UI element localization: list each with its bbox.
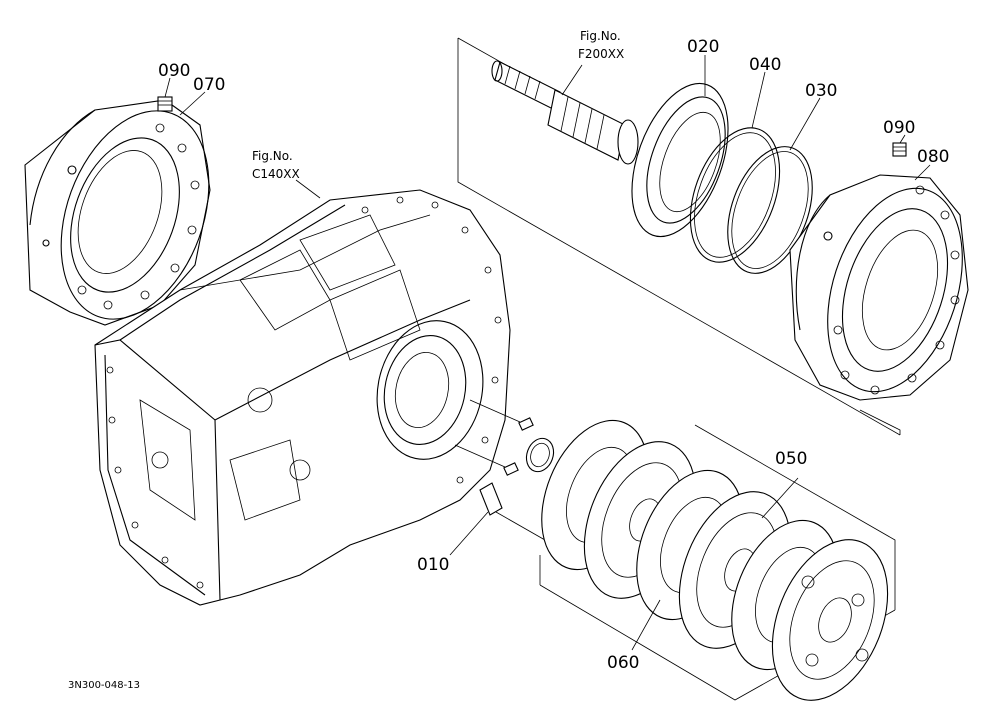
fig-ref-case-line2: C140XX (252, 167, 300, 181)
label-030: 030 (805, 81, 837, 101)
plug-090-right (892, 142, 907, 157)
fig-ref-shaft-line1: Fig.No. (580, 29, 621, 43)
pto-shaft (491, 60, 639, 165)
pin-part-010 (479, 482, 546, 541)
label-020: 020 (687, 37, 719, 57)
label-090-left: 090 (158, 61, 190, 81)
left-cover-part-070 (24, 99, 211, 326)
drawing-code: 3N300-048-13 (68, 680, 140, 691)
friction-disc-3 (771, 539, 889, 701)
fig-ref-case-line1: Fig.No. (252, 149, 293, 163)
plug-090-left (157, 96, 173, 112)
case-bolt-holes (106, 196, 502, 589)
fig-ref-shaft-line2: F200XX (578, 47, 624, 61)
leader-lines (164, 55, 931, 651)
label-080: 080 (917, 147, 949, 167)
label-070: 070 (193, 75, 225, 95)
cover-bolt-holes (77, 123, 200, 310)
dowel-pins (454, 399, 534, 476)
label-050: 050 (775, 449, 807, 469)
cover-bolt-holes-right (833, 185, 960, 395)
label-090-right: 090 (883, 118, 915, 138)
seal-ring-040 (689, 127, 781, 263)
seal-ring-030 (727, 146, 813, 274)
piston-part-020 (631, 82, 729, 238)
label-010: 010 (417, 555, 449, 575)
label-060: 060 (607, 653, 639, 673)
right-cover-part-080 (789, 174, 969, 401)
label-040: 040 (749, 55, 781, 75)
snap-ring (525, 437, 555, 473)
transmission-case (94, 189, 511, 606)
